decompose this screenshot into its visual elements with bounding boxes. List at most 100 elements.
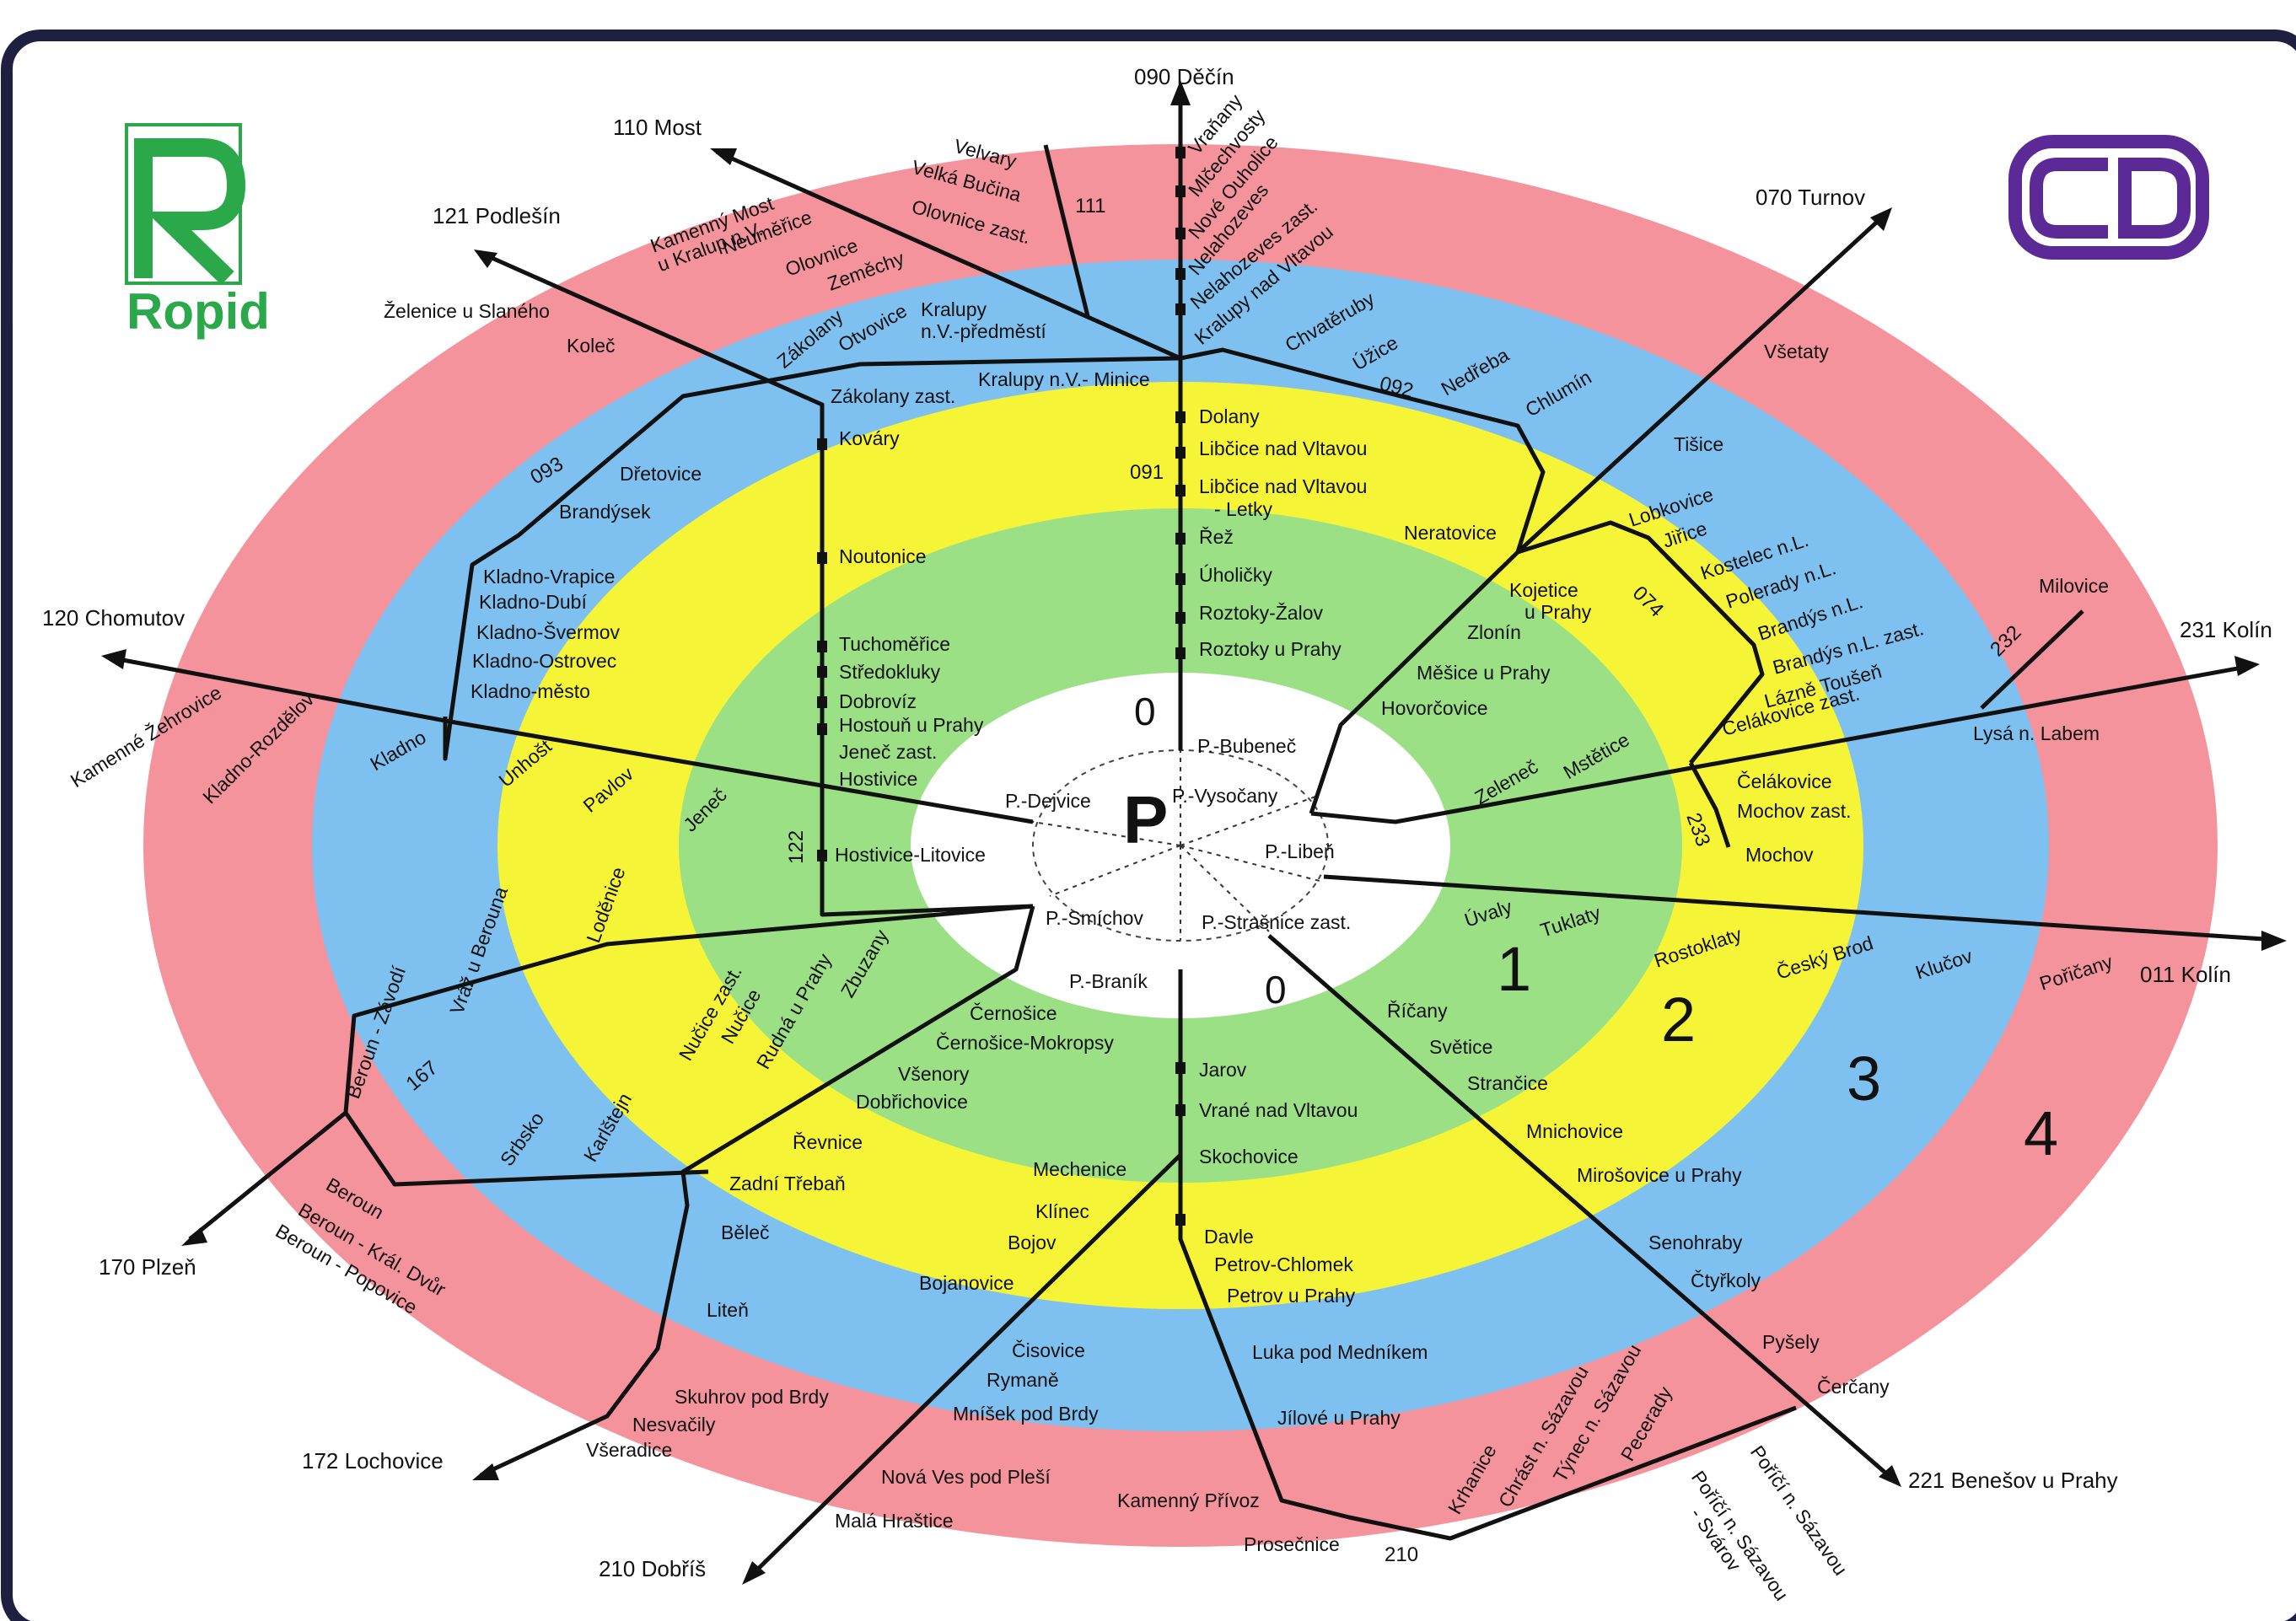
station-bojanovice: Bojanovice: [919, 1272, 1014, 1294]
station-vysocany: P.-Vysočany: [1172, 785, 1278, 807]
station-hovorcovice: Hovorčovice: [1381, 697, 1488, 719]
station-skochovice: Skochovice: [1199, 1146, 1299, 1167]
ropid-r-icon: [134, 138, 246, 285]
station-roztoky-zalov: Roztoky-Žalov: [1199, 602, 1323, 624]
station-strancice: Strančice: [1467, 1072, 1548, 1094]
dest-turnov: 070 Turnov: [1756, 185, 1865, 210]
station-roztoky: Roztoky u Prahy: [1199, 638, 1342, 660]
line-122-label: 122: [785, 830, 808, 864]
station-neratovice: Neratovice: [1404, 522, 1497, 544]
station-libcice-letky: Libčice nad Vltavou- Letky: [1199, 475, 1367, 520]
station-petrov: Petrov u Prahy: [1227, 1285, 1356, 1307]
station-jenec-zast: Jeneč zast.: [839, 741, 937, 763]
zone-1-label: 1: [1497, 934, 1531, 1004]
station-lysa: Lysá n. Labem: [1973, 722, 2100, 744]
station-brandysek: Brandýsek: [559, 501, 651, 523]
dest-kolin-011: 011 Kolín: [2140, 962, 2231, 987]
dest-most: 110 Most: [613, 115, 702, 140]
station-luka: Luka pod Medníkem: [1252, 1341, 1428, 1363]
dest-benesov: 221 Benešov u Prahy: [1908, 1468, 2118, 1493]
cd-d-icon: [2118, 158, 2191, 239]
station-dejvice: P.-Dejvice: [1005, 790, 1091, 812]
line-091-label: 091: [1130, 461, 1164, 484]
station-noutonice: Noutonice: [839, 545, 927, 567]
zone-0-label-north: 0: [1134, 690, 1156, 733]
station-mochov-zast: Mochov zast.: [1737, 800, 1852, 822]
station-prosecnice: Prosečnice: [1244, 1533, 1340, 1555]
ropid-logo: Ropid: [125, 123, 270, 340]
dest-kolin-231: 231 Kolín: [2180, 617, 2272, 642]
station-vsetaty: Všetaty: [1764, 341, 1829, 362]
station-smichov: P.-Smíchov: [1046, 907, 1143, 929]
station-zakolany-zast: Zákolany zast.: [831, 385, 955, 407]
station-davle: Davle: [1204, 1226, 1254, 1248]
station-liben: P.-Libeň: [1265, 840, 1335, 862]
station-kralupy-minice: Kralupy n.V.- Minice: [978, 368, 1150, 390]
station-kolec: Koleč: [567, 335, 616, 357]
cd-c-icon: [2030, 158, 2108, 239]
station-zadni-treban: Zadní Třebaň: [729, 1173, 846, 1194]
ropid-logo-text: Ropid: [126, 283, 270, 340]
station-mechenice: Mechenice: [1033, 1158, 1126, 1180]
station-mnisek: Mníšek pod Brdy: [953, 1403, 1099, 1425]
station-dretovice: Dřetovice: [620, 463, 702, 485]
station-dobroviz: Dobrovíz: [839, 690, 917, 712]
station-cernosice: Černošice: [970, 1001, 1057, 1024]
station-celakovice: Čelákovice: [1737, 770, 1832, 792]
station-rymane: Rymaně: [987, 1369, 1059, 1391]
station-libcice: Libčice nad Vltavou: [1199, 437, 1367, 459]
station-kladno-dubi: Kladno-Dubí: [479, 591, 587, 613]
station-ctyrkoly: Čtyřkoly: [1691, 1269, 1761, 1291]
prague-spokes: [1032, 750, 1320, 940]
station-cernosice-mokropsy: Černošice-Mokropsy: [936, 1031, 1114, 1054]
station-mala-hrastice: Malá Hraštice: [835, 1510, 954, 1532]
station-nova-ves: Nová Ves pod Pleší: [881, 1466, 1051, 1488]
station-stredokluky: Středokluky: [839, 661, 941, 683]
cd-logo-outline: [2008, 135, 2209, 260]
station-senohraby: Senohraby: [1648, 1232, 1743, 1253]
station-hostoun: Hostouň u Prahy: [839, 714, 984, 736]
station-rez: Řež: [1199, 526, 1234, 548]
station-dobrichovice: Dobřichovice: [856, 1091, 968, 1113]
station-jilove: Jílové u Prahy: [1277, 1407, 1401, 1429]
zone-2-label: 2: [1661, 985, 1696, 1055]
station-dolany: Dolany: [1199, 405, 1260, 427]
line-210-label: 210: [1385, 1543, 1418, 1566]
station-jarov: Jarov: [1199, 1059, 1247, 1081]
station-ticks: [817, 147, 1186, 1226]
station-tisice: Tišice: [1674, 433, 1723, 455]
station-tuchomerice: Tuchoměřice: [839, 633, 950, 655]
station-mesice: Měšice u Prahy: [1417, 662, 1551, 684]
station-cisovice: Čisovice: [1012, 1339, 1085, 1361]
zone-3-label: 3: [1847, 1044, 1881, 1114]
dest-plzen: 170 Plzeň: [99, 1254, 196, 1280]
station-skuhrov: Skuhrov pod Brdy: [675, 1386, 829, 1408]
station-vsenory: Všenory: [898, 1063, 970, 1085]
station-revnice: Řevnice: [793, 1131, 863, 1153]
station-vseradice: Všeradice: [586, 1439, 672, 1461]
station-mnichovice: Mnichovice: [1526, 1120, 1623, 1142]
station-branik: P.-Braník: [1069, 970, 1148, 992]
line-111-label: 111: [1075, 195, 1105, 217]
station-kladno-ostrovec: Kladno-Ostrovec: [472, 650, 616, 672]
zone-0-label-south: 0: [1265, 968, 1287, 1012]
zone-4-label: 4: [2024, 1098, 2058, 1168]
dest-chomutov: 120 Chomutov: [42, 605, 185, 631]
arrowheads: [101, 80, 2287, 1585]
station-kovary: Kováry: [839, 427, 900, 449]
dest-podlesin: 121 Podlešín: [433, 203, 561, 228]
dest-dobris: 210 Dobříš: [599, 1556, 706, 1581]
station-mochov: Mochov: [1745, 844, 1814, 866]
station-cercany: Čerčany: [1817, 1375, 1890, 1398]
cd-logo: [2008, 135, 2209, 260]
dest-lochovice: 172 Lochovice: [302, 1448, 444, 1473]
station-zlonin: Zlonín: [1467, 621, 1521, 643]
station-kamenny-privoz: Kamenný Přívoz: [1117, 1489, 1260, 1511]
zone-p-label: P: [1123, 782, 1168, 857]
station-ricany: Říčany: [1387, 1000, 1448, 1022]
station-hostivice: Hostivice: [839, 768, 917, 790]
station-zelenice: Želenice u Slaného: [384, 300, 550, 322]
